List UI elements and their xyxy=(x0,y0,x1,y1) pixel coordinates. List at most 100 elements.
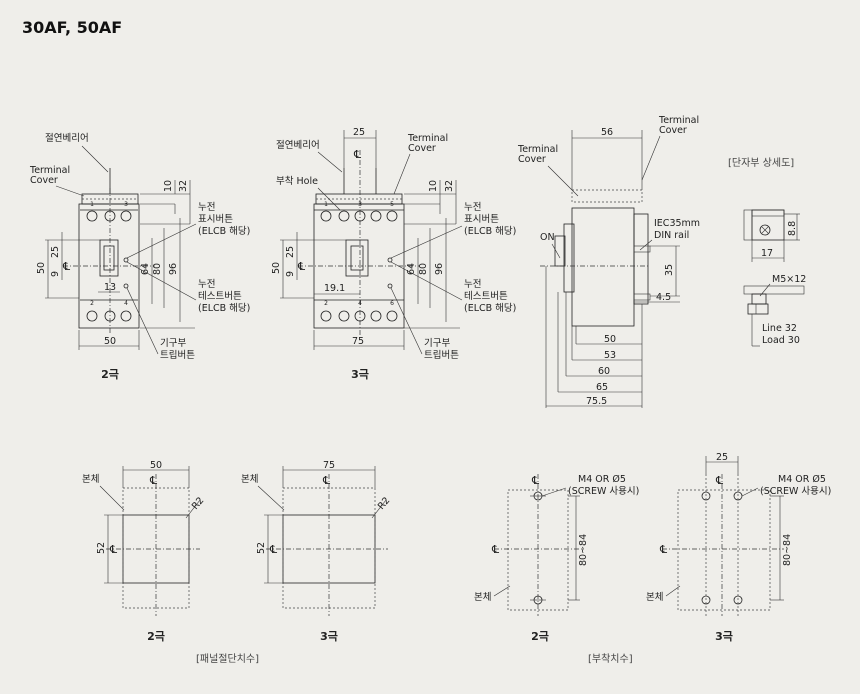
terminal-label: 4 xyxy=(124,300,128,307)
dim-25: 25 xyxy=(285,246,296,258)
label-barrier: 절연베리어 xyxy=(276,139,320,151)
dim-17: 17 xyxy=(761,248,773,259)
centerline-symbol: ℄ xyxy=(62,260,70,273)
dim-25: 25 xyxy=(50,246,61,258)
mounting-3pole: ℄ ℄ 25 M4 OR Ø5 (SCREW 사용시) 80~84 본체 3극 xyxy=(646,452,831,643)
label-test-button: 테스트버튼 xyxy=(464,291,508,302)
label-terminal-cover: Terminal xyxy=(658,115,699,126)
dim-64: 64 xyxy=(140,263,151,275)
dim-53: 53 xyxy=(604,350,616,361)
dim-32: 32 xyxy=(444,180,455,192)
caption-2pole: 2극 xyxy=(531,630,549,643)
dim-9: 9 xyxy=(285,271,296,277)
centerline-symbol: ℄ xyxy=(715,474,723,487)
terminal-label: 1 xyxy=(90,201,94,208)
label-screw: M4 OR Ø5 xyxy=(778,474,826,485)
dim-25-horizontal: 25 xyxy=(353,127,365,138)
dim-4-5: 4.5 xyxy=(656,292,671,303)
dim-80: 80 xyxy=(152,263,163,275)
dim-75: 75 xyxy=(352,336,364,347)
label-body: 본체 xyxy=(241,474,258,485)
dim-35: 35 xyxy=(664,264,675,276)
dim-9: 9 xyxy=(50,271,61,277)
label-screw: (SCREW 사용시) xyxy=(568,486,639,497)
label-screw: M4 OR Ø5 xyxy=(578,474,626,485)
dim-height: 52 xyxy=(256,542,267,554)
label-test-button: (ELCB 해당) xyxy=(198,302,250,314)
label-test-button: (ELCB 해당) xyxy=(464,302,516,314)
label-indicator: (ELCB 해당) xyxy=(464,225,516,237)
label-terminal-cover: Cover xyxy=(659,125,687,136)
centerline-symbol: ℄ xyxy=(659,543,667,556)
terminal-label: 3 xyxy=(124,201,128,208)
dim-32: 32 xyxy=(178,180,189,192)
label-test-button: 테스트버튼 xyxy=(198,291,242,302)
caption-3pole: 3극 xyxy=(715,630,733,643)
label-mount-hole: 부착 Hole xyxy=(276,176,318,187)
label-trip-button: 기구부 xyxy=(424,338,450,349)
caption-2pole: 2극 xyxy=(147,630,165,643)
label-test-button: 누전 xyxy=(198,279,215,290)
label-trip-button: 트립버튼 xyxy=(424,349,459,361)
label-barrier: 절연베리어 xyxy=(45,132,89,144)
label-test-button: 누전 xyxy=(464,279,481,290)
centerline-symbol: ℄ xyxy=(109,543,117,556)
label-din-rail: IEC35mm xyxy=(654,218,700,229)
label-screw: (SCREW 사용시) xyxy=(760,486,831,497)
centerline-symbol: ℄ xyxy=(322,474,330,487)
label-terminal-cover: Terminal xyxy=(29,165,70,176)
centerline-symbol: ℄ xyxy=(353,148,361,161)
terminal-label: 2 xyxy=(324,300,328,307)
terminal-detail: [단자부 상세도] 8.8 17 M5×12 Line 32 Load 30 xyxy=(728,157,806,347)
label-body: 본체 xyxy=(646,592,663,603)
terminal-label: 1 xyxy=(324,201,328,208)
label-terminal-cover: Cover xyxy=(518,154,546,165)
front-view-3pole: 1 3 5 2 4 6 ℄ ℄ 25 절연베리어 부착 Hole Termina… xyxy=(271,127,516,381)
dim-75-5: 75.5 xyxy=(586,396,607,407)
label-indicator: 누전 xyxy=(198,202,215,213)
dim-10: 10 xyxy=(428,180,439,192)
dim-64: 64 xyxy=(406,263,417,275)
label-terminal-cover: Cover xyxy=(30,175,58,186)
dim-width: 50 xyxy=(150,460,162,471)
label-din-rail: DIN rail xyxy=(654,230,689,241)
label-terminal-cover: Cover xyxy=(408,143,436,154)
centerline-symbol: ℄ xyxy=(269,543,277,556)
label-indicator: 누전 xyxy=(464,202,481,213)
dim-height: 80~84 xyxy=(782,534,793,566)
front-view-2pole: 2 4 1 3 ℄ 절연베리어 Terminal Cover 10 32 64 … xyxy=(29,132,250,381)
dim-56: 56 xyxy=(601,127,613,138)
dim-80: 80 xyxy=(418,263,429,275)
label-trip-button: 기구부 xyxy=(160,338,186,349)
centerline-symbol: ℄ xyxy=(531,474,539,487)
dim-65: 65 xyxy=(596,382,608,393)
centerline-symbol: ℄ xyxy=(491,543,499,556)
centerline-symbol: ℄ xyxy=(149,474,157,487)
dim-width: 75 xyxy=(323,460,335,471)
side-view: ON Terminal Cover Terminal Cover 56 IEC3… xyxy=(517,115,700,408)
dim-50-horizontal: 50 xyxy=(104,336,116,347)
dim-60: 60 xyxy=(598,366,610,377)
mounting-2pole: ℄ ℄ M4 OR Ø5 (SCREW 사용시) 80~84 본체 2극 xyxy=(474,474,639,643)
label-indicator: (ELCB 해당) xyxy=(198,225,250,237)
label-body: 본체 xyxy=(82,474,99,485)
caption-3pole: 3극 xyxy=(320,630,338,643)
dim-50: 50 xyxy=(604,334,616,345)
dim-25: 25 xyxy=(716,452,728,463)
dim-height: 80~84 xyxy=(578,534,589,566)
dim-8-8: 8.8 xyxy=(787,221,798,236)
dim-50-vertical: 50 xyxy=(271,262,282,274)
centerline-symbol: ℄ xyxy=(297,260,305,273)
dim-10: 10 xyxy=(163,180,174,192)
caption-2pole: 2극 xyxy=(101,368,119,381)
dim-height: 52 xyxy=(96,542,107,554)
label-on: ON xyxy=(540,232,555,243)
dim-13: 13 xyxy=(104,282,116,293)
panel-cut-title: [패널절단치수] xyxy=(196,652,259,665)
dim-96: 96 xyxy=(168,263,179,275)
terminal-label: 6 xyxy=(390,300,394,307)
dim-96: 96 xyxy=(434,263,445,275)
page-title: 30AF, 50AF xyxy=(22,18,123,37)
label-load: Load 30 xyxy=(762,335,800,346)
dim-19-1: 19.1 xyxy=(324,283,345,294)
